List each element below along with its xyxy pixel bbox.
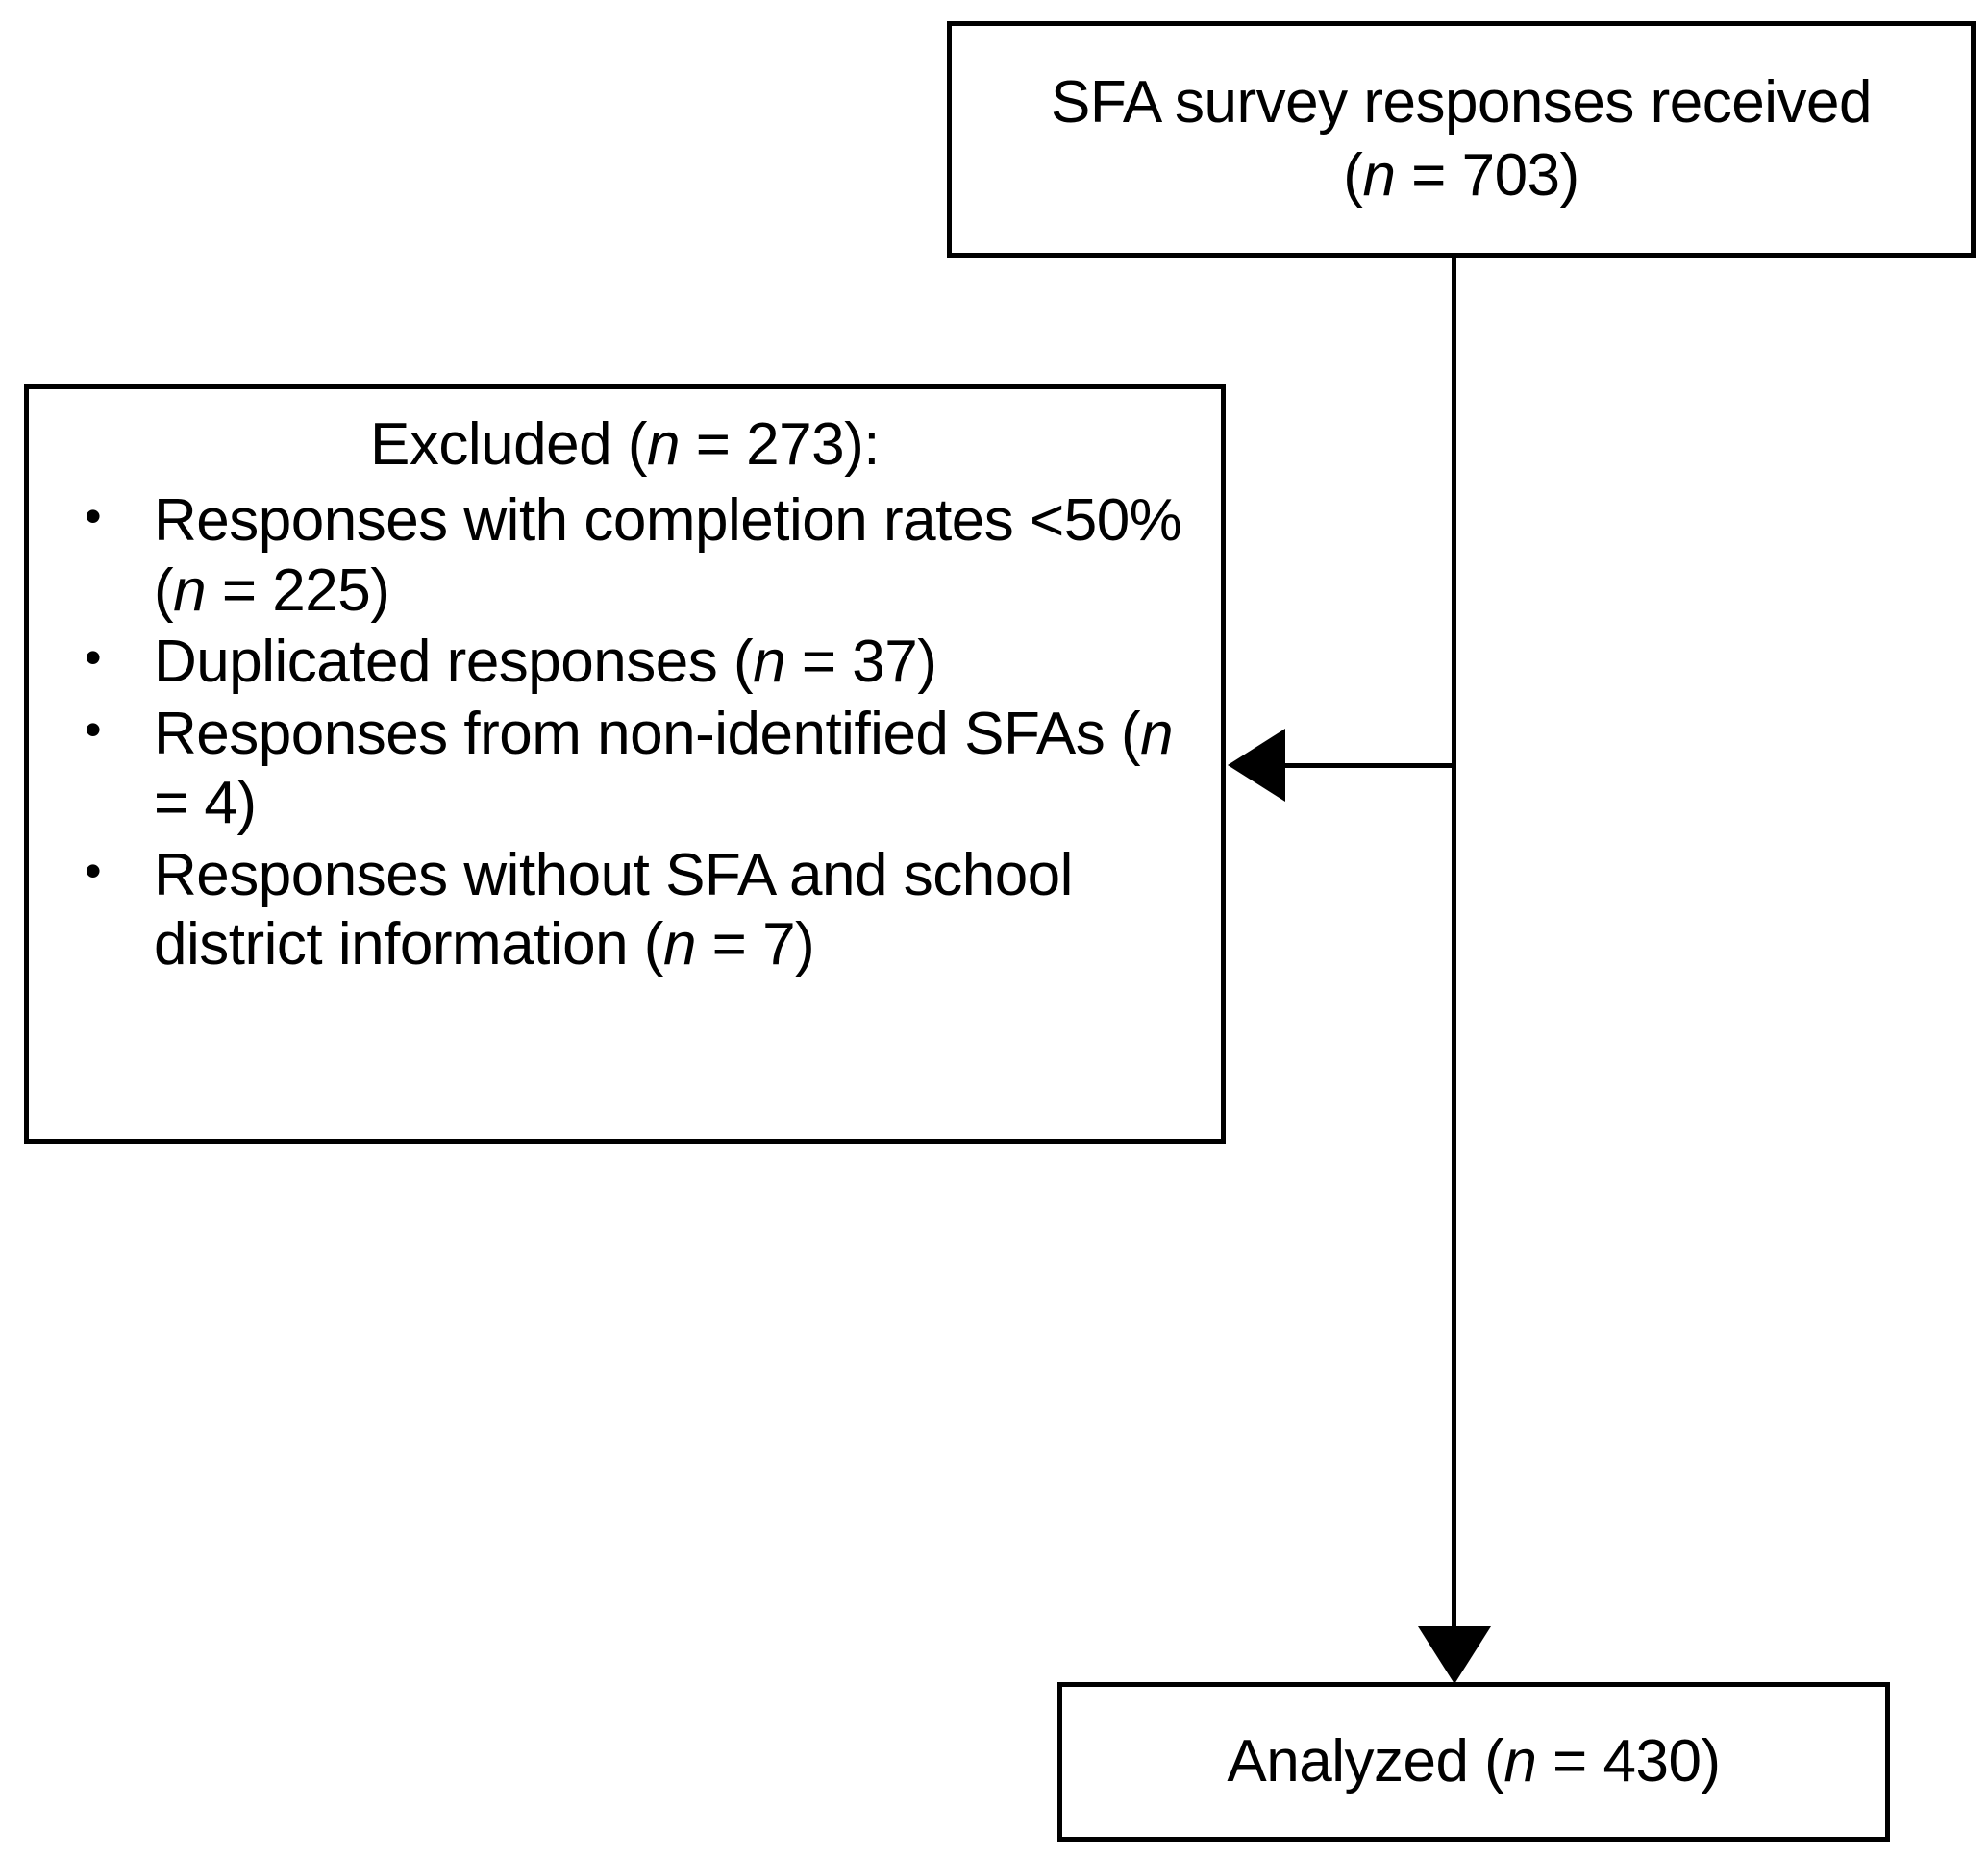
list-item: • Duplicated responses (n = 37) (54, 628, 1196, 698)
received-line2: (n = 703) (1343, 142, 1579, 209)
list-item-text-after: = 7) (695, 911, 815, 978)
list-item: • Responses with completion rates <50% (n… (54, 486, 1196, 626)
bullet-icon: • (85, 489, 102, 544)
connector-horizontal-line (1279, 763, 1454, 768)
connector-vertical-line (1452, 256, 1456, 1655)
list-item-text-after: = 4) (154, 770, 257, 837)
n-italic: n (753, 629, 786, 696)
n-italic: n (1362, 142, 1396, 209)
received-line1: SFA survey responses received (1051, 69, 1872, 136)
n-italic: n (646, 411, 680, 478)
excluded-reason-list: •Responses with completion rates <50% (n… (54, 486, 1196, 980)
node-analyzed-text: Analyzed (n = 430) (1227, 1728, 1721, 1795)
arrowhead-left-icon (1228, 729, 1285, 802)
n-italic: n (173, 557, 207, 624)
excluded-heading: Excluded (n = 273): (370, 411, 880, 478)
arrowhead-down-icon (1418, 1626, 1491, 1684)
list-item-text-before: Duplicated responses ( (154, 629, 754, 696)
n-italic: n (1503, 1728, 1537, 1795)
node-survey-responses-received: SFA survey responses received (n = 703) (947, 21, 1976, 258)
list-item-text-after: = 225) (206, 557, 390, 624)
n-italic: n (1140, 700, 1174, 767)
bullet-icon: • (85, 631, 102, 685)
list-item-text-before: Responses from non-identified SFAs ( (154, 700, 1141, 767)
list-item: • Responses without SFA and school distri… (54, 841, 1196, 980)
list-item-text-before: Responses with completion rates <50% ( (154, 487, 1182, 624)
node-analyzed: Analyzed (n = 430) (1057, 1682, 1890, 1842)
list-item-text-after: = 37) (785, 629, 937, 696)
bullet-icon: • (85, 702, 102, 756)
bullet-icon: • (85, 843, 102, 898)
node-excluded: Excluded (n = 273): • Responses with comp… (24, 384, 1226, 1144)
list-item-text-before: Responses without SFA and school distric… (154, 841, 1073, 978)
node-survey-responses-received-text: SFA survey responses received (n = 703) (1033, 66, 1889, 211)
n-italic: n (662, 911, 696, 978)
list-item: • Responses from non-identified SFAs (n =… (54, 700, 1196, 839)
